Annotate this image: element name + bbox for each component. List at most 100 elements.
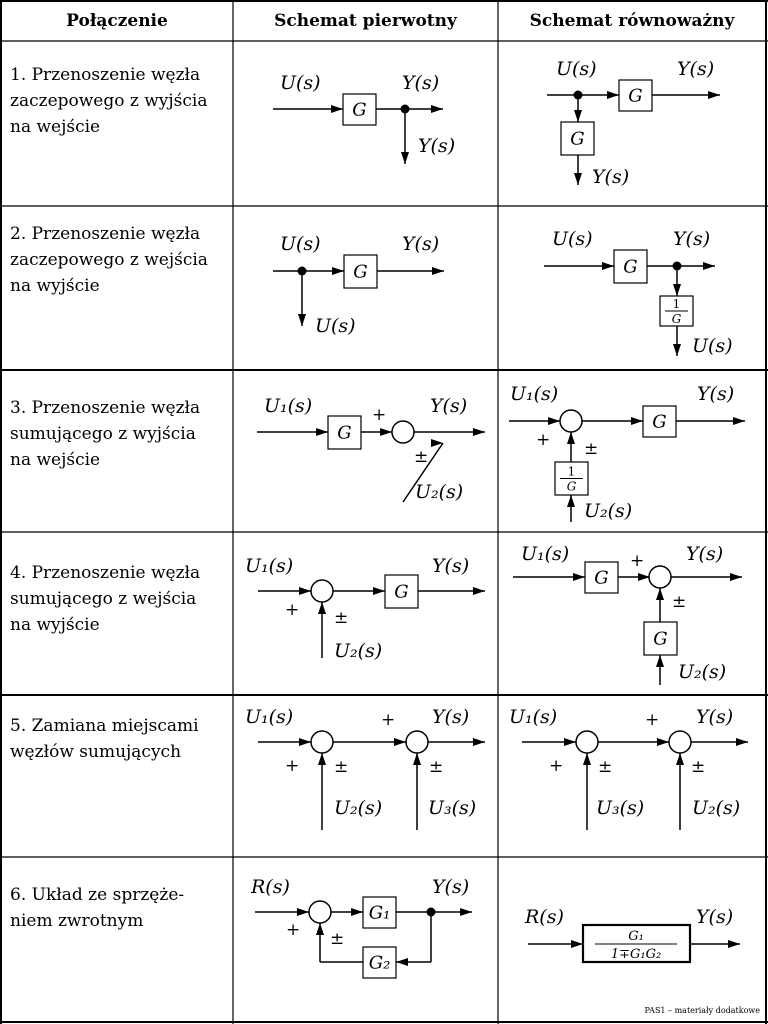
arrow-head	[432, 267, 444, 275]
row4-orig-pm: ±	[334, 608, 348, 628]
row4-eq-block-G-label: G	[594, 568, 608, 589]
row4-orig-output-label: Y(s)	[432, 555, 469, 577]
summing-junction	[391, 420, 415, 444]
row4-orig-input-label: U₁(s)	[245, 555, 293, 577]
row-4-description: 4. Przenoszenie węzła sumującego z wejśc…	[10, 560, 225, 638]
arrow-head	[299, 738, 311, 746]
row5-orig-plus-2: +	[381, 710, 395, 730]
row5-eq-input-label: U₁(s)	[509, 706, 557, 728]
summing-junction	[310, 579, 334, 603]
row6-eq-closed-loop-denominator: 1∓G₁G₂	[611, 947, 661, 962]
row4-orig-disturbance-label: U₂(s)	[334, 640, 382, 662]
arrow-head	[473, 738, 485, 746]
row4-eq-disturbance-label: U₂(s)	[678, 661, 726, 683]
row3-orig-block-G-label: G	[337, 423, 351, 444]
row5-orig-input-label: U₁(s)	[245, 706, 293, 728]
row1-orig-block-G-label: G	[352, 100, 366, 121]
row3-orig-disturbance-label: U₂(s)	[415, 481, 463, 503]
row-1-line-1: 1. Przenoszenie węzła	[10, 65, 201, 85]
row6-eq-closed-loop-numerator: G₁	[628, 929, 644, 944]
arrow-head	[380, 428, 392, 436]
arrow-head	[318, 602, 326, 614]
row2-eq-block-inverse-G-denominator: G	[672, 312, 682, 326]
arrow-head	[331, 105, 343, 113]
header-equivalent-scheme: Schemat równoważny	[529, 11, 735, 31]
row5-eq-disturbance-1-label: U₃(s)	[596, 797, 644, 819]
row5-eq-plus-2: +	[645, 710, 659, 730]
arrow-head	[332, 267, 344, 275]
row-4-line-1: 4. Przenoszenie węzła	[10, 563, 201, 583]
summing-junction	[308, 900, 332, 924]
row1-orig-block-G	[342, 93, 377, 126]
row6-orig-input-label: R(s)	[250, 876, 290, 898]
arrow-head	[730, 573, 742, 581]
arrow-head	[574, 110, 582, 122]
row2-eq-block-inverse-G-numerator: 1	[673, 297, 681, 311]
row6-orig-pm: ±	[330, 929, 344, 949]
row5-orig-output-label: Y(s)	[432, 706, 469, 728]
row5-orig-disturbance-2-label: U₃(s)	[428, 797, 476, 819]
row3-orig-plus: +	[372, 405, 386, 425]
arrow-head	[394, 738, 406, 746]
row4-eq-input-label: U₁(s)	[521, 543, 569, 565]
summing-junction	[668, 730, 692, 754]
row-3-description: 3. Przenoszenie węzła sumującego z wyjśc…	[10, 395, 225, 473]
row2-orig-output-label: Y(s)	[402, 233, 439, 255]
row3-orig-pm: ±	[414, 447, 428, 467]
header-connection: Połączenie	[66, 11, 168, 31]
row2-orig-block-G-label: G	[353, 262, 367, 283]
row3-eq-input-label: U₁(s)	[510, 383, 558, 405]
row-3-line-1: 3. Przenoszenie węzła	[10, 398, 201, 418]
row-2-line-1: 2. Przenoszenie węzła	[10, 224, 201, 244]
row3-eq-block-inverse-G-denominator: G	[567, 480, 577, 494]
arrow-head	[473, 587, 485, 595]
row3-orig-input-label: U₁(s)	[264, 395, 312, 417]
row-3-line-3: na wejście	[10, 450, 101, 470]
arrow-head	[733, 417, 745, 425]
summing-junction	[310, 730, 334, 754]
row5-orig-pm-2: ±	[429, 757, 443, 777]
row3-eq-block-G-label: G	[652, 412, 666, 433]
footer-note: PAS1 – materiały dodatkowe	[644, 1006, 760, 1015]
row4-eq-disturbance-block-G-label: G	[653, 629, 667, 650]
row-6-description: 6. Układ ze sprzęże- niem zwrotnym	[10, 882, 225, 934]
row2-eq-output-label: Y(s)	[673, 228, 710, 250]
row1-eq-output-label: Y(s)	[677, 58, 714, 80]
row5-eq-pm-2: ±	[691, 757, 705, 777]
arrow-head	[460, 908, 472, 916]
row-1-line-3: na wejście	[10, 117, 101, 137]
row3-eq-plus: +	[536, 430, 550, 450]
summing-junction	[575, 730, 599, 754]
arrow-head	[573, 573, 585, 581]
header-original-scheme: Schemat pierwotny	[274, 11, 457, 31]
arrow-head	[736, 738, 748, 746]
arrow-head	[567, 432, 575, 444]
row2-orig-block-G	[343, 254, 378, 289]
row4-orig-plus: +	[285, 600, 299, 620]
row2-eq-block-G-label: G	[623, 257, 637, 278]
row2-orig-branch-label: U(s)	[315, 315, 356, 337]
summing-junction	[648, 565, 672, 589]
row6-eq-output-label: Y(s)	[696, 906, 733, 928]
row4-eq-plus: +	[630, 551, 644, 571]
row6-eq-input-label: R(s)	[524, 906, 564, 928]
row-2-line-3: na wyjście	[10, 276, 100, 296]
row4-eq-disturbance-block-G	[643, 621, 678, 656]
arrow-head	[431, 105, 443, 113]
row-2-description: 2. Przenoszenie węzła zaczepowego z wejś…	[10, 221, 225, 299]
row6-orig-forward-block-G1-label: G₁	[369, 903, 391, 924]
row-2-line-2: zaczepowego z wejścia	[10, 250, 208, 270]
row6-orig-feedback-block-G2-label: G₂	[369, 953, 391, 974]
arrow-head	[728, 940, 740, 948]
arrow-head	[316, 923, 324, 935]
row5-orig-pm-1: ±	[334, 757, 348, 777]
arrow-head	[574, 173, 582, 185]
arrow-head	[401, 152, 409, 164]
row2-eq-block-G	[613, 249, 648, 284]
arrow-head	[316, 428, 328, 436]
arrow-head	[351, 908, 363, 916]
row1-eq-branch-label: Y(s)	[592, 166, 629, 188]
arrow-head	[676, 753, 684, 765]
arrow-head	[602, 262, 614, 270]
